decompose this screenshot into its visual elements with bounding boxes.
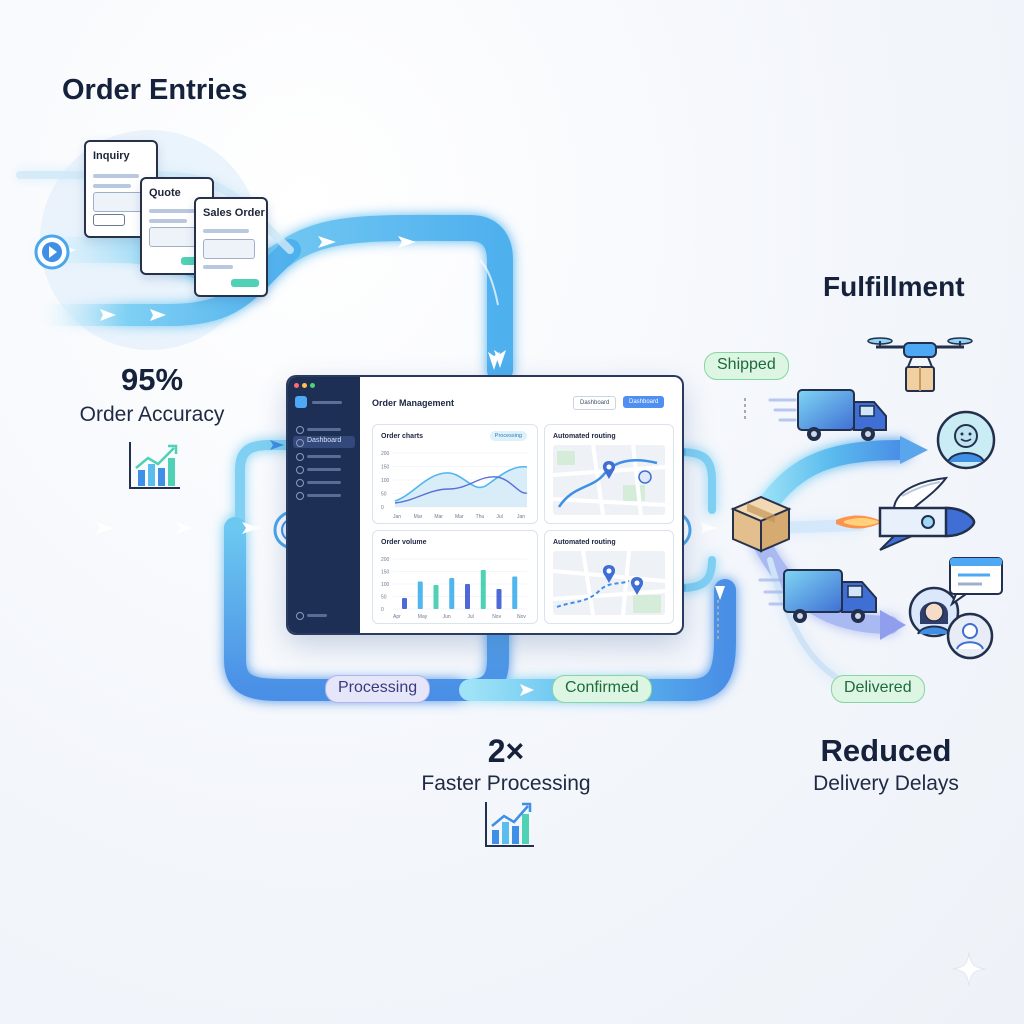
x-tick-label: Nov	[517, 614, 526, 620]
y-tick-label: 200	[381, 557, 390, 563]
x-tick-label: Apr	[393, 614, 401, 620]
sidebar-item-dashboard[interactable]: Dashboard	[293, 436, 355, 448]
flow-arrows-main	[96, 522, 725, 696]
document-title: Inquiry	[93, 150, 130, 162]
volume-bar	[402, 598, 407, 609]
y-tick-label: 50	[381, 492, 387, 498]
map-pin-icon	[602, 565, 616, 583]
document-title: Quote	[149, 187, 181, 199]
dashboard-title: Order Management	[372, 398, 455, 408]
routing-card-bottom: Automated routing	[544, 530, 674, 624]
x-tick-label: Mar	[455, 514, 464, 520]
x-tick-label: Jul	[496, 514, 502, 520]
x-tick-label: Mar	[414, 514, 423, 520]
sparkle-icon	[952, 952, 986, 986]
y-tick-label: 150	[381, 465, 390, 471]
rocket-icon	[836, 476, 976, 551]
app-logo-icon	[295, 396, 307, 408]
drone-icon	[867, 337, 973, 392]
sales-order-document: Sales Order	[194, 197, 268, 297]
customer-avatar-icon	[936, 410, 996, 470]
speed-value: 2×	[487, 733, 525, 769]
truck-icon	[797, 389, 887, 441]
accuracy-label: Order Accuracy	[79, 403, 225, 426]
card-title: Order volume	[381, 539, 427, 546]
map-pin-icon	[630, 577, 644, 595]
x-tick-label: May	[418, 614, 428, 620]
volume-bar	[465, 584, 470, 609]
dashboard-primary-button[interactable]: Dashboard	[623, 396, 665, 408]
play-icon	[34, 234, 70, 270]
arrow-branch	[270, 440, 284, 450]
sidebar-item[interactable]	[293, 423, 355, 435]
speed-label: Faster Processing	[421, 772, 591, 795]
y-tick-label: 100	[381, 478, 390, 484]
status-processing: Processing	[325, 675, 431, 703]
volume-bar	[480, 570, 486, 609]
chat-bubble-icon	[949, 557, 1003, 607]
line-series-b	[394, 476, 528, 504]
package-icon	[730, 495, 792, 553]
sidebar-item[interactable]	[293, 463, 355, 475]
y-tick-label: 200	[381, 451, 390, 457]
sidebar-item[interactable]	[293, 476, 355, 488]
growth-chart-icon	[485, 802, 534, 847]
y-tick-label: 50	[381, 595, 387, 601]
arrow-to-delivered	[880, 610, 906, 640]
sidebar-item[interactable]	[293, 450, 355, 462]
volume-bar	[433, 585, 439, 609]
accuracy-value: 95%	[120, 362, 184, 397]
growth-chart-icon	[129, 442, 180, 489]
y-tick-label: 0	[381, 607, 384, 613]
dashboard-button[interactable]: Dashboard	[573, 396, 617, 410]
card-title: Automated routing	[553, 539, 616, 546]
map-pin-icon	[602, 461, 616, 479]
delays-value: Reduced	[820, 733, 952, 768]
status-confirmed: Confirmed	[552, 675, 652, 703]
sidebar-item[interactable]	[293, 489, 355, 501]
y-tick-label: 0	[381, 505, 384, 511]
line-series-a	[394, 465, 528, 502]
volume-bar	[449, 578, 455, 609]
x-tick-label: Jan	[517, 514, 525, 520]
y-tick-label: 100	[381, 582, 390, 588]
order-management-dashboard: Dashboard Order Management Dashboard Das…	[288, 377, 682, 633]
quote-document: Quote	[140, 177, 214, 275]
y-tick-label: 150	[381, 570, 390, 576]
route-map	[552, 550, 666, 616]
volume-bar	[417, 581, 423, 609]
dashboard-sidebar: Dashboard	[288, 377, 360, 633]
order-entries-heading: Order Entries	[62, 74, 248, 106]
volume-bar	[496, 589, 502, 609]
x-tick-label: Jun	[443, 614, 451, 620]
arrow-to-customer	[900, 436, 928, 464]
x-tick-label: Jan	[393, 514, 401, 520]
routing-card-top: Automated routing	[544, 424, 674, 524]
route-map	[552, 444, 666, 516]
customer-avatar-icon	[946, 612, 994, 660]
processing-badge: Processing	[489, 431, 527, 441]
document-title: Sales Order	[203, 207, 265, 219]
status-delivered: Delivered	[831, 675, 925, 703]
x-tick-label: Jul	[467, 614, 473, 620]
customer-avatar-icon	[908, 586, 960, 638]
truck-icon	[783, 569, 877, 623]
card-title: Order charts	[381, 433, 424, 440]
arrow-down	[494, 350, 506, 368]
fulfillment-heading: Fulfillment	[823, 271, 965, 302]
x-tick-label: Thu	[476, 514, 485, 520]
x-tick-label: Nov	[492, 614, 501, 620]
status-shipped: Shipped	[704, 352, 789, 380]
speed-lines	[758, 398, 797, 606]
sidebar-item-settings[interactable]	[293, 609, 355, 621]
delays-label: Delivery Delays	[813, 772, 959, 795]
card-title: Automated routing	[553, 433, 616, 440]
volume-bar	[512, 576, 518, 609]
x-tick-label: Mar	[434, 514, 443, 520]
